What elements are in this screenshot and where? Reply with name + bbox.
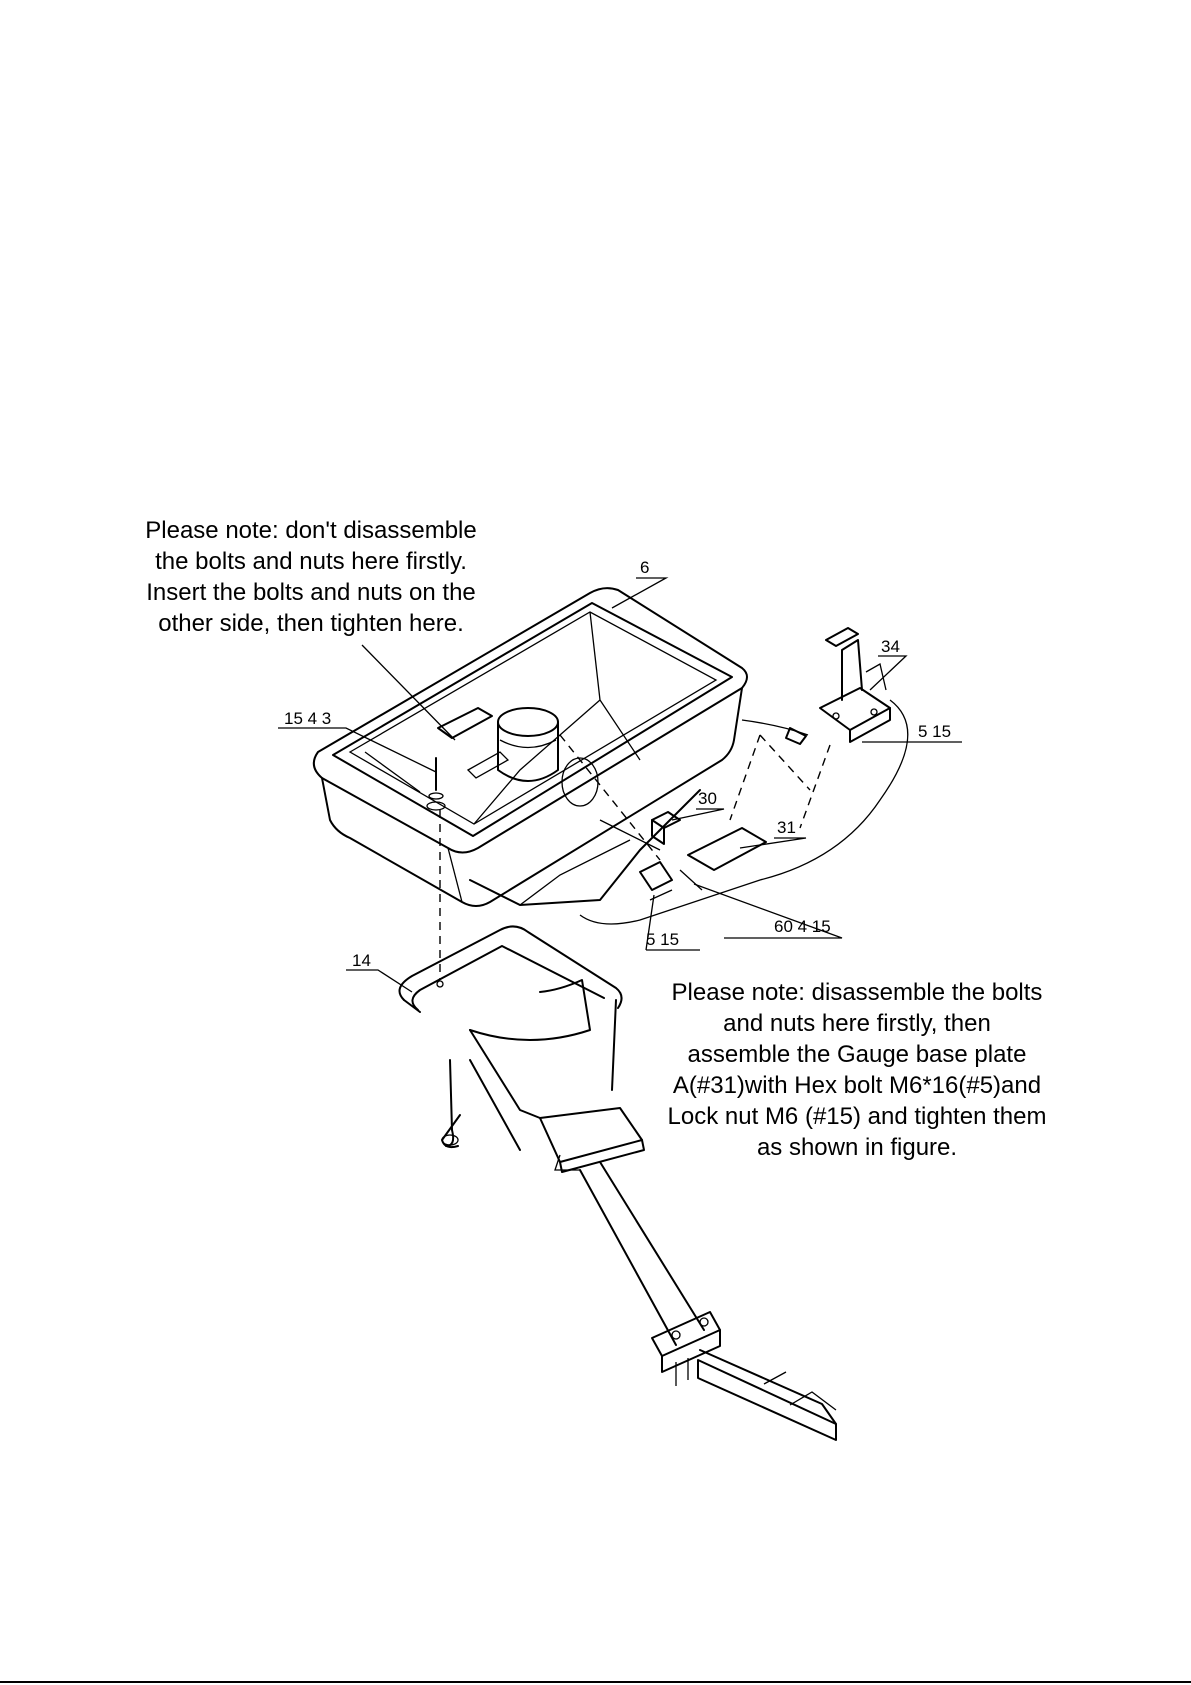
- callout-part-30: 30: [698, 789, 717, 808]
- callout-leaders: [278, 577, 962, 993]
- note-bottom-line: and nuts here firstly, then: [723, 1010, 991, 1037]
- frame-drawing: [398, 810, 837, 1441]
- page-bottom-rule: [0, 1681, 1191, 1683]
- callout-hopper: 6: [640, 558, 650, 577]
- note-bottom-line: as shown in figure.: [756, 1134, 958, 1161]
- gauge-drawing: [579, 627, 909, 925]
- note-bottom-line: Please note: disassemble the bolts: [671, 979, 1043, 1006]
- callout-part-31: 31: [777, 818, 796, 837]
- note-top-line: the bolts and nuts here firstly.: [155, 548, 467, 575]
- callout-hardware-60: 60 4 15: [774, 917, 831, 936]
- callout-bolts-left: 15 4 3: [284, 709, 332, 728]
- callout-hardware-5: 5 15: [646, 930, 680, 949]
- note-bottom-line: A(#31)with Hex bolt M6*16(#5)and: [672, 1072, 1042, 1099]
- note-top-line: Insert the bolts and nuts on the: [146, 579, 476, 606]
- callout-frame: 14: [352, 951, 371, 970]
- callout-gauge: 34: [881, 637, 900, 656]
- note-bottom-line: assemble the Gauge base plate: [687, 1041, 1027, 1068]
- note-top: Please note: don't disassemble the bolts…: [112, 515, 510, 639]
- note-bottom-line: Lock nut M6 (#15) and tighten them: [667, 1103, 1047, 1130]
- left-bolt-drawing: [426, 757, 446, 811]
- callout-gauge-hardware: 5 15: [918, 722, 952, 741]
- note-top-line: other side, then tighten here.: [158, 610, 464, 637]
- note-top-line: Please note: don't disassemble: [145, 517, 477, 544]
- note-bottom: Please note: disassemble the bolts and n…: [640, 977, 1074, 1163]
- hopper-drawing: [312, 587, 748, 907]
